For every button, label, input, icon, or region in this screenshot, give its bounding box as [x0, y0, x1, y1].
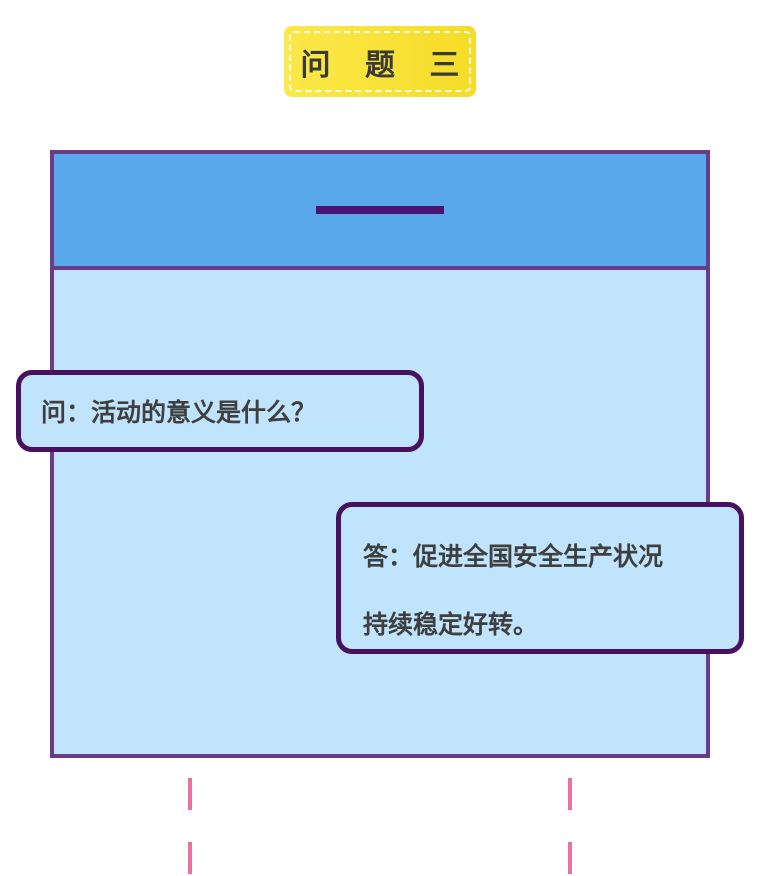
- question-number-badge: 问 题 三: [284, 26, 476, 97]
- answer-text-line-1: 答：促进全国安全生产状况: [363, 542, 664, 571]
- panel-header: [54, 154, 706, 270]
- answer-bubble: 答：促进全国安全生产状况 持续稳定好转。: [336, 502, 744, 654]
- badge-label: 问 题 三: [300, 47, 472, 83]
- connector-dash-right-1: [568, 778, 572, 810]
- question-text: 问：活动的意义是什么？: [41, 398, 317, 427]
- answer-text-line-2: 持续稳定好转。: [363, 610, 539, 639]
- connector-dash-right-2: [568, 842, 572, 874]
- header-divider-bar: [316, 206, 444, 214]
- content-panel: [50, 150, 710, 758]
- connector-dash-left-2: [188, 842, 192, 874]
- connector-dash-left-1: [188, 778, 192, 810]
- question-bubble: 问：活动的意义是什么？: [16, 370, 424, 452]
